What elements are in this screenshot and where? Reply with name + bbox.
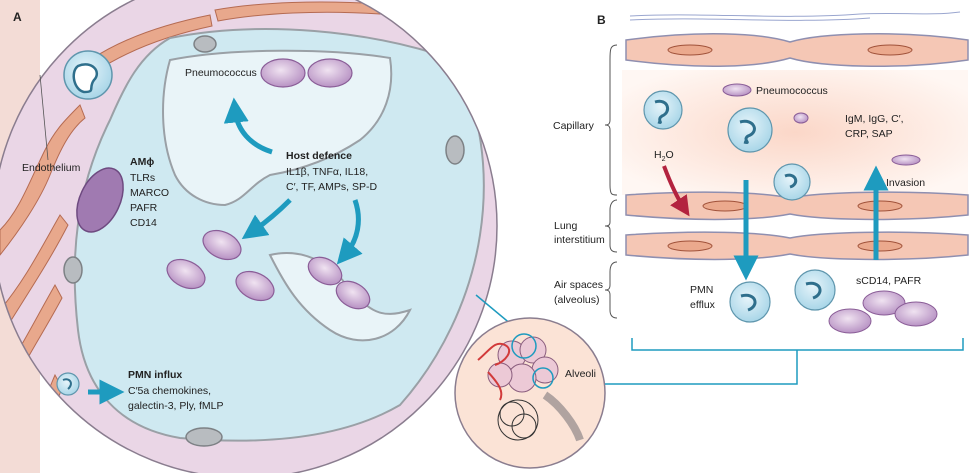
host-defence-line: IL1β, TNFα, IL18, bbox=[286, 166, 368, 178]
panel-a: A Endothelium Pneumococcus AMϕ TLRs MARC… bbox=[0, 0, 498, 473]
amphi-item: MARCO bbox=[130, 187, 169, 199]
air-spaces-label: Air spaces bbox=[554, 279, 603, 291]
endothelial-nuclei-top bbox=[667, 44, 913, 56]
inset-highlight-rings bbox=[511, 333, 554, 389]
host-defence-arrows bbox=[88, 97, 363, 405]
capillary-label: Capillary bbox=[553, 120, 595, 132]
pmn-influx-line: C′5a chemokines, bbox=[128, 385, 211, 397]
panel-b-letter: B bbox=[597, 13, 606, 27]
amphi-item: TLRs bbox=[130, 172, 155, 184]
capillary-network bbox=[477, 342, 511, 401]
h2o-label: H2O bbox=[654, 149, 674, 163]
receptors-label: sCD14, PAFR bbox=[856, 275, 922, 287]
host-defence-title: Host defence bbox=[286, 150, 352, 162]
host-defence-block: Host defence IL1β, TNFα, IL18, C′, TF, A… bbox=[286, 150, 377, 193]
bronchiole-mesh bbox=[497, 399, 539, 441]
endothelium-label: Endothelium bbox=[22, 162, 81, 174]
pmn-influx-block: PMN influx C′5a chemokines, galectin-3, … bbox=[128, 369, 224, 412]
pmn-efflux-label: efflux bbox=[690, 299, 716, 311]
amphi-item: PAFR bbox=[130, 202, 158, 214]
macrophage-cell bbox=[63, 50, 113, 100]
connector-bracket bbox=[605, 338, 964, 385]
alveolar-septum bbox=[162, 49, 393, 207]
layer-brackets bbox=[604, 44, 618, 319]
pmn-influx-title: PMN influx bbox=[128, 369, 182, 381]
alveoli-inset-circle bbox=[454, 317, 606, 469]
capillary-neutrophils bbox=[643, 90, 811, 201]
host-defence-line: C′, TF, AMPs, SP-D bbox=[286, 181, 377, 193]
h2o-subscript: 2 bbox=[662, 156, 666, 163]
alveolar-sac bbox=[487, 336, 559, 393]
am-macrophage bbox=[76, 167, 124, 233]
panel-a-letter: A bbox=[13, 10, 22, 24]
alveoli-inset: Alveoli bbox=[454, 294, 606, 469]
pneumococcus-cluster bbox=[166, 229, 371, 310]
bronchus-tube bbox=[542, 391, 584, 442]
pmn-efflux-label: PMN bbox=[690, 284, 713, 296]
pneumococcus-label-b: Pneumococcus bbox=[756, 85, 828, 97]
antibodies-line: IgM, IgG, C′, bbox=[845, 113, 904, 125]
pneumococci-b bbox=[722, 83, 921, 166]
alveolar-pneumococci bbox=[828, 290, 938, 334]
endothelial-nuclei-mid bbox=[667, 200, 903, 252]
amphi-item: CD14 bbox=[130, 217, 157, 229]
alveolar-neutrophils bbox=[729, 269, 836, 323]
amphi-title: AMϕ bbox=[130, 156, 154, 168]
invasion-label: Invasion bbox=[886, 177, 925, 189]
magnified-alveolus-circle bbox=[0, 0, 498, 473]
endothelial-cells-top bbox=[625, 33, 969, 67]
air-spaces-label: (alveolus) bbox=[554, 294, 600, 306]
pmn-influx-line: galectin-3, Ply, fMLP bbox=[128, 400, 224, 412]
panel-b: B bbox=[553, 11, 969, 385]
h2o-base: H bbox=[654, 149, 662, 161]
alveoli-label: Alveoli bbox=[565, 368, 596, 380]
amphi-block: AMϕ TLRs MARCO PAFR CD14 bbox=[130, 156, 169, 229]
antibodies-line: CRP, SAP bbox=[845, 128, 893, 140]
neutrophil-small bbox=[56, 372, 80, 396]
h2o-tail: O bbox=[666, 149, 674, 161]
pneumococcus-pair-top bbox=[260, 58, 353, 88]
type-i-cell-nuclei bbox=[63, 35, 465, 447]
lung-interstitium-label: Lung bbox=[554, 220, 578, 232]
lung-interstitium-label: interstitium bbox=[554, 234, 605, 246]
endothelial-cells-mid bbox=[625, 191, 969, 261]
pneumococcus-label-a: Pneumococcus bbox=[185, 67, 257, 79]
h2o-arrow bbox=[662, 165, 690, 217]
endothelium-leader bbox=[39, 74, 49, 161]
